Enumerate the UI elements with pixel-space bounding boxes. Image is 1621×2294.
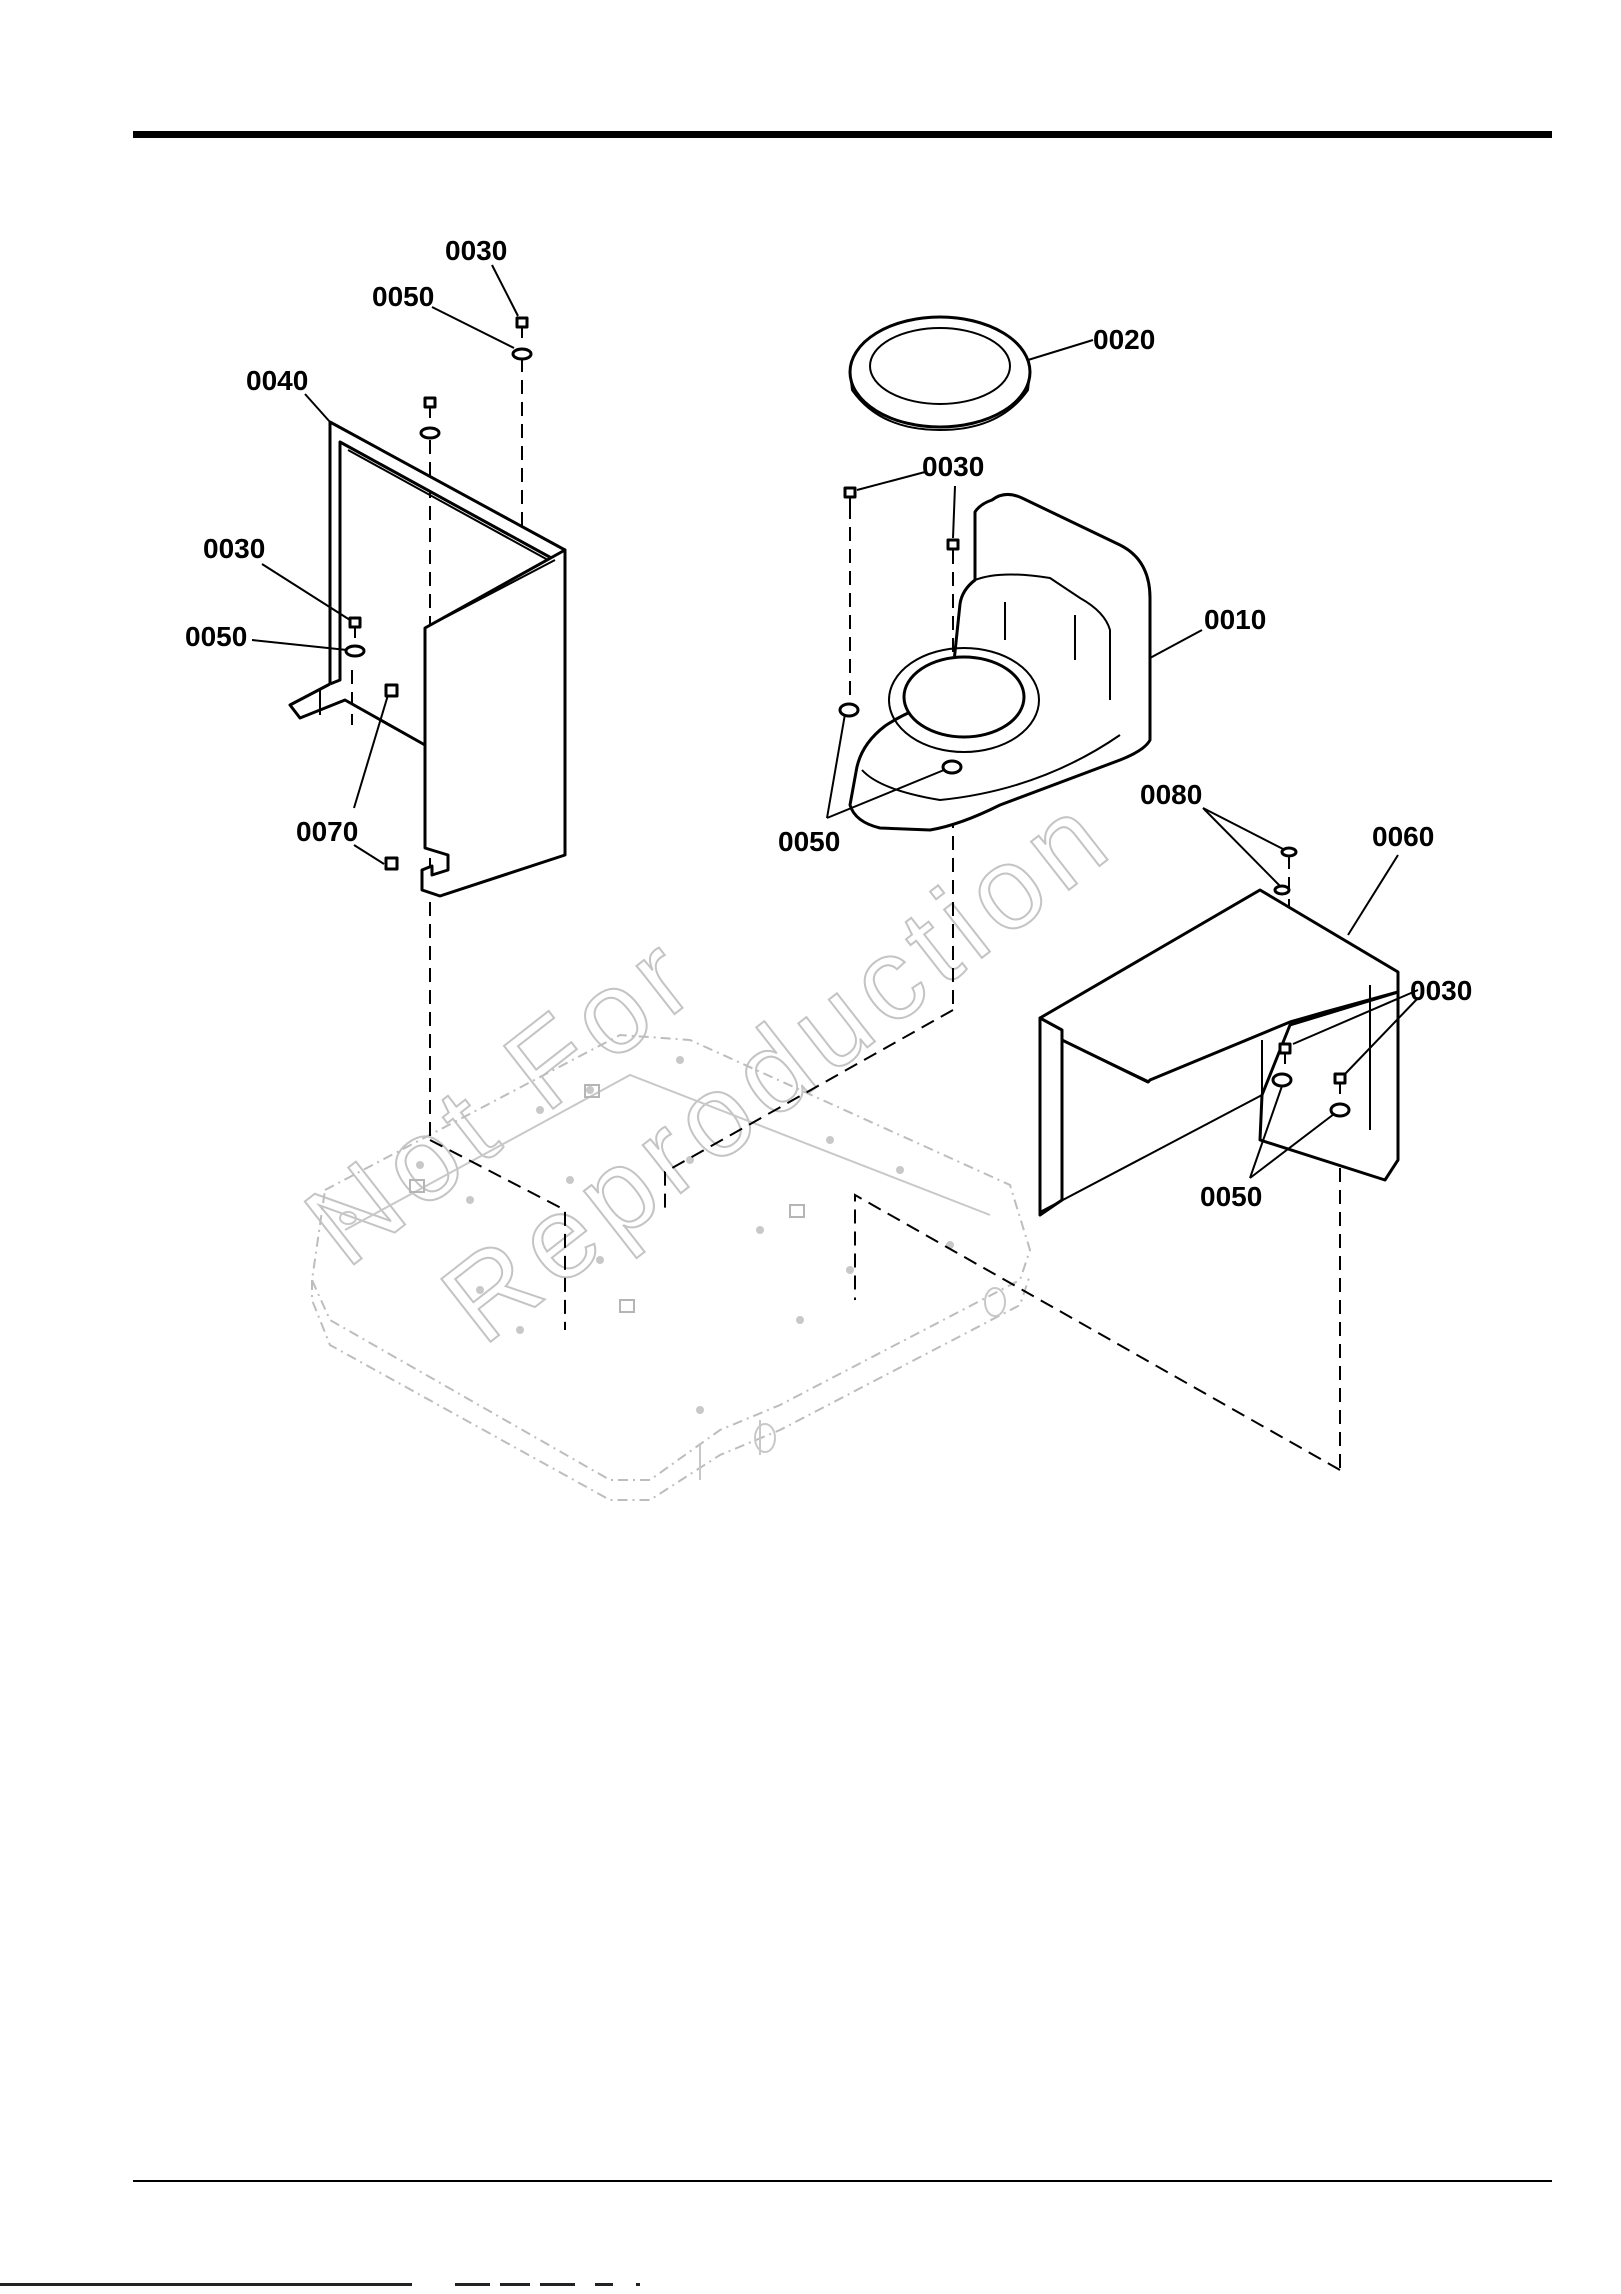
callout-0050: 0050 [1200, 1181, 1262, 1212]
clip-0070-upper [386, 685, 397, 696]
callout-0030: 0030 [445, 235, 507, 266]
callout-0030: 0030 [203, 533, 265, 564]
callout-0070: 0070 [296, 816, 358, 847]
washer-0080 [1275, 886, 1289, 894]
washer-0050 [421, 428, 439, 438]
callout-0040: 0040 [246, 365, 308, 396]
bolt-0030 [517, 318, 527, 338]
bolt-0030 [350, 618, 360, 638]
washer-0050 [1273, 1074, 1291, 1086]
washer-0050 [943, 761, 961, 773]
callout-0050: 0050 [778, 826, 840, 857]
washer-0050 [513, 349, 531, 359]
washer-0050 [840, 704, 858, 716]
callout-0030: 0030 [1410, 975, 1472, 1006]
callout-0060: 0060 [1372, 821, 1434, 852]
seat-opening [904, 657, 1024, 737]
bolt-0030 [425, 398, 435, 418]
callout-0020: 0020 [1093, 324, 1155, 355]
part-0060-rear-shield [1040, 890, 1398, 1215]
footer-rule [133, 2180, 1552, 2182]
part-0010-seat-base [850, 494, 1150, 830]
callout-0050: 0050 [185, 621, 247, 652]
callout-0010: 0010 [1204, 604, 1266, 635]
clip-0070-lower [386, 858, 397, 869]
bottom-scan-strip [0, 2283, 1621, 2289]
washer-0050 [346, 646, 364, 656]
callout-0030: 0030 [922, 451, 984, 482]
callout-0050: 0050 [372, 281, 434, 312]
callout-0080: 0080 [1140, 779, 1202, 810]
part-0020-ring [850, 317, 1030, 430]
bolt-0030 [845, 488, 855, 508]
bolt-0030 [948, 540, 958, 560]
